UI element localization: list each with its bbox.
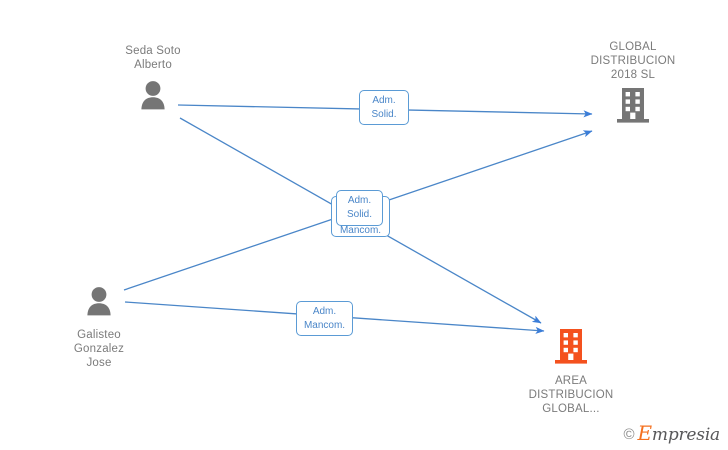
edge-label-adm-solid-center[interactable]: Adm. Solid. (336, 190, 383, 226)
watermark: © Empresia (623, 423, 721, 445)
building-icon[interactable] (568, 86, 698, 129)
node-company-1-label: GLOBAL DISTRIBUCION 2018 SL (590, 41, 676, 81)
node-company-global-distribucion-2018-sl[interactable]: GLOBAL DISTRIBUCION 2018 SL (568, 40, 698, 129)
brand-rest: mpresia (651, 425, 720, 445)
brand-initial: E (637, 421, 653, 445)
edge-label-adm-solid-top[interactable]: Adm. Solid. (359, 90, 409, 125)
node-company-area-distribucion-global[interactable]: AREA DISTRIBUCION GLOBAL... (506, 327, 636, 416)
edge-label-adm-mancom-bottom[interactable]: Adm. Mancom. (296, 301, 353, 336)
person-icon[interactable] (34, 284, 164, 323)
node-company-2-label: AREA DISTRIBUCION GLOBAL... (528, 375, 614, 415)
copyright-icon: © (623, 426, 635, 443)
person-icon[interactable] (88, 78, 218, 117)
node-person-2-label: Galisteo Gonzalez Jose (73, 329, 125, 369)
brand-logo: Empresia (638, 423, 721, 445)
node-person-galisteo-gonzalez-jose[interactable]: Galisteo Gonzalez Jose (34, 284, 164, 370)
node-person-1-label: Seda Soto Alberto (125, 45, 181, 71)
node-person-seda-soto-alberto[interactable]: Seda Soto Alberto (88, 44, 218, 117)
building-icon[interactable] (506, 327, 636, 370)
